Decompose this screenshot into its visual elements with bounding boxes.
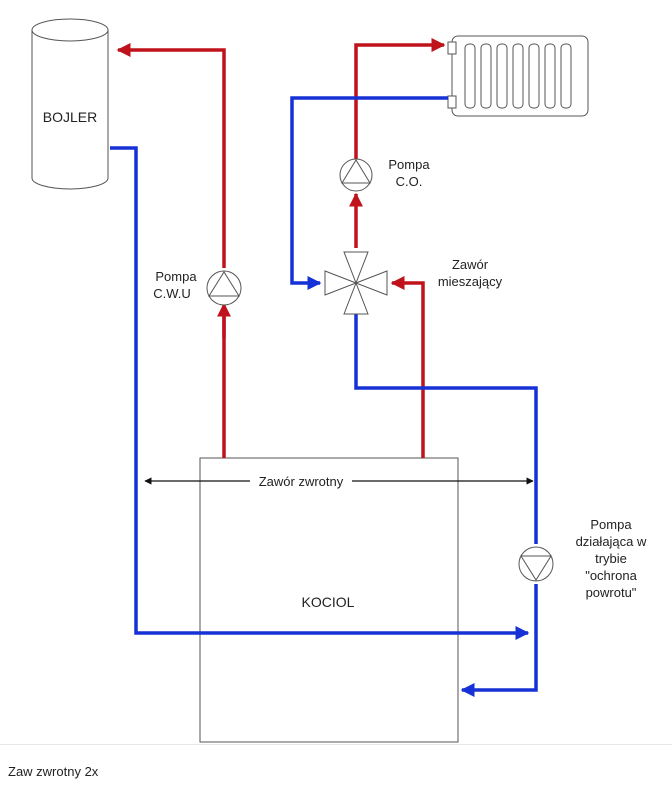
boiler-return-pipe [110, 146, 530, 640]
pump-co-label-line-2: C.O. [396, 174, 423, 189]
radiator-icon [447, 35, 589, 117]
co-supply-pipe [390, 276, 425, 458]
furnace-label: KOCIOL [302, 594, 355, 610]
mixer-return-pipe [354, 314, 538, 544]
radiator-return-pipe [290, 96, 448, 290]
furnace: KOCIOL [199, 457, 459, 743]
pump-cwu-label-line-2: C.W.U [153, 286, 191, 301]
check-valve-line: Zawór zwrotny [144, 474, 534, 489]
co-radiator-supply-pipe [354, 38, 446, 160]
boiler-tank: BOJLER [31, 18, 109, 190]
caption-divider [0, 744, 672, 745]
pump-cwu: Pompa C.W.U [153, 269, 242, 306]
pump-cwu-label-line-1: Pompa [155, 269, 197, 284]
pump-icon [206, 270, 242, 306]
pump-co-label-line-1: Pompa [388, 157, 430, 172]
protection-pump-label-line-3: trybie [595, 551, 627, 566]
cold-pipes [110, 96, 538, 697]
protection-pump-label-line-4: "ochrona [585, 568, 637, 583]
mixing-valve-label-line-2: mieszający [438, 274, 503, 289]
protection-pump-label-line-5: powrotu" [586, 585, 637, 600]
diagram-caption: Zaw zwrotny 2x [8, 764, 99, 779]
pump-co: Pompa C.O. [339, 157, 430, 192]
boiler-tank-label: BOJLER [43, 109, 97, 125]
hot-pipes [116, 38, 446, 458]
mixing-valve-label-line-1: Zawór [452, 257, 489, 272]
pump-icon [518, 546, 554, 582]
four-way-valve-icon [324, 251, 388, 315]
furnace-return-pipe [460, 584, 538, 697]
check-valve-label: Zawór zwrotny [259, 474, 344, 489]
pump-protection: Pompa działająca w trybie "ochrona powro… [518, 517, 647, 600]
mixing-valve: Zawór mieszający [324, 251, 503, 315]
protection-pump-label-line-2: działająca w [576, 534, 647, 549]
cwu-supply-pipe-upper [116, 43, 226, 268]
pump-icon [339, 158, 373, 192]
protection-pump-label-line-1: Pompa [590, 517, 632, 532]
